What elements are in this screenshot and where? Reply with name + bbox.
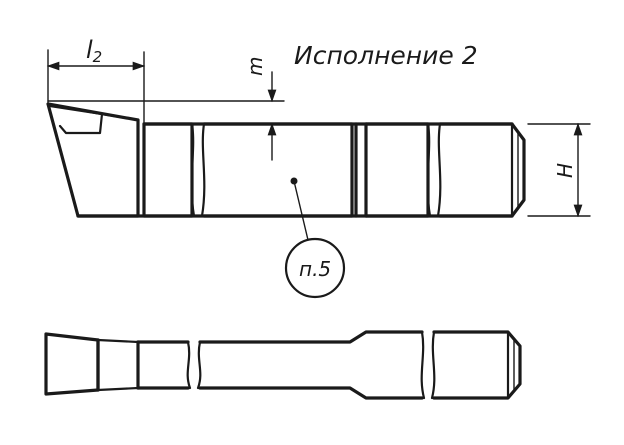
- side-middle: [198, 330, 424, 344]
- label-m: m: [243, 57, 267, 76]
- side-view: [44, 330, 522, 400]
- break-line-2: [200, 122, 206, 218]
- insert-edge: [100, 112, 140, 122]
- side-break-4: [430, 330, 436, 400]
- label-h: H: [553, 163, 577, 178]
- label-l2: l2: [86, 36, 102, 66]
- shank-segment-3: [364, 122, 430, 218]
- side-break-1: [186, 340, 192, 390]
- cutting-head-outline: [46, 102, 140, 218]
- shank-segment-1: [142, 122, 194, 218]
- dimension-h: [527, 122, 591, 218]
- dimension-m: [47, 71, 285, 161]
- break-line-3: [426, 122, 432, 218]
- break-line-1: [190, 122, 196, 218]
- side-break-2: [196, 340, 202, 390]
- side-break-3: [420, 330, 426, 400]
- callout-label: п.5: [299, 257, 331, 281]
- title: Исполнение 2: [294, 41, 478, 70]
- side-end: [432, 330, 522, 400]
- callout-bubble: [284, 180, 346, 299]
- dimension-l2: [46, 49, 146, 125]
- shank-segment-2: [202, 122, 354, 218]
- break-line-4: [436, 122, 442, 218]
- carbide-insert: [48, 104, 104, 135]
- main-view: [46, 102, 526, 218]
- side-head: [44, 332, 100, 396]
